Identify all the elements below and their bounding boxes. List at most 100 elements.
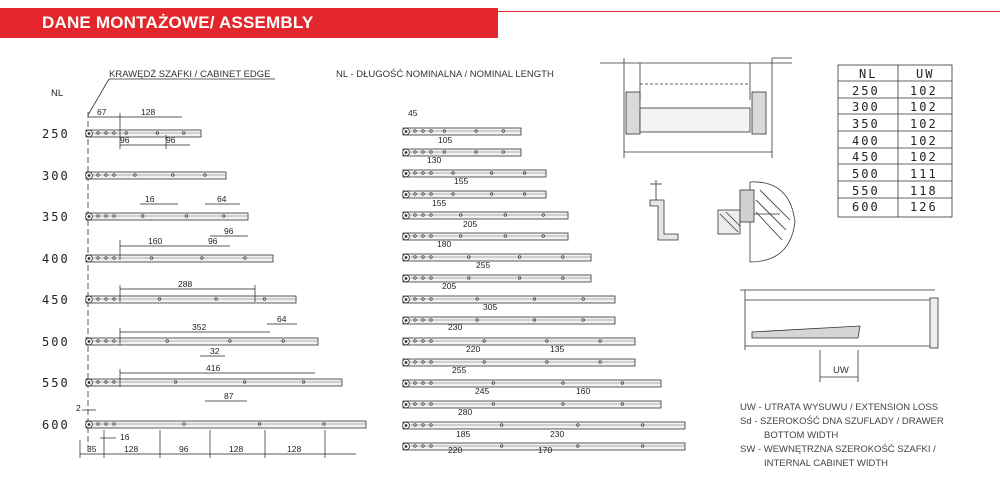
- legend-uw: UW - UTRATA WYSUWU / EXTENSION LOSS: [740, 402, 938, 413]
- dims-500: [119, 323, 297, 357]
- mid-dim-255a: 255: [476, 260, 490, 270]
- mid-dim-160: 160: [576, 386, 590, 396]
- middle-dim-labels: 45 105 130 155 155 205 180 255 205 305 2…: [408, 108, 590, 455]
- mid-dim-185: 185: [456, 429, 470, 439]
- table-uw-250: 102: [910, 84, 938, 98]
- bottom-dim-128c: 128: [287, 444, 301, 454]
- dim-400-96a: 96: [208, 236, 218, 246]
- mid-dim-45: 45: [408, 108, 418, 118]
- middle-rail-2: [402, 148, 522, 157]
- mid-dim-205a: 205: [463, 219, 477, 229]
- dims-250: [88, 113, 190, 149]
- dim-500-32: 32: [210, 346, 220, 356]
- dims-400: [119, 235, 248, 260]
- mid-dim-180: 180: [437, 239, 451, 249]
- table-header-uw: UW: [916, 67, 934, 81]
- table-uw-500: 111: [910, 167, 938, 181]
- cabinet-cross-section: [600, 57, 792, 158]
- legend-sw-cont: INTERNAL CABINET WIDTH: [764, 458, 888, 469]
- nl-label-350: 350: [42, 210, 70, 224]
- legend-sw: SW - WEWNĘTRZNA SZEROKOŚĆ SZAFKI /: [740, 443, 936, 455]
- middle-rail-group: [402, 127, 686, 451]
- left-rail-550: [85, 378, 343, 387]
- legend-sd-cont: BOTTOM WIDTH: [764, 430, 838, 441]
- table-nl-400: 400: [852, 134, 880, 148]
- middle-rail-3: [402, 169, 547, 178]
- dim-600-16: 16: [120, 432, 130, 442]
- dim-450-288: 288: [178, 279, 192, 289]
- mid-dim-130: 130: [427, 155, 441, 165]
- left-rail-450: [85, 295, 297, 304]
- header-rule: [498, 11, 1000, 12]
- table-nl-250: 250: [852, 84, 880, 98]
- dim-250-96b: 96: [166, 135, 176, 145]
- table-nl-550: 550: [852, 184, 880, 198]
- dim-250-96a: 96: [120, 135, 130, 145]
- dim-600-2: 2: [76, 403, 81, 413]
- dim-500-64: 64: [277, 314, 287, 324]
- middle-rail-8: [402, 274, 592, 283]
- middle-rail-10: [402, 316, 616, 325]
- mid-dim-105: 105: [438, 135, 452, 145]
- left-rail-500: [85, 337, 319, 346]
- mid-dim-230b: 230: [550, 429, 564, 439]
- legend-sd: Sd - SZEROKOŚĆ DNA SZUFLADY / DRAWER: [740, 415, 944, 427]
- middle-rail-5: [402, 211, 569, 220]
- middle-rail-16: [402, 442, 686, 451]
- middle-rail-14: [402, 400, 662, 409]
- mid-dim-220b: 220: [448, 445, 462, 455]
- dim-400-96b: 96: [224, 226, 234, 236]
- dim-350-16: 16: [145, 194, 155, 204]
- middle-rail-15: [402, 421, 686, 430]
- cabinet-joint-detail: [717, 181, 796, 263]
- table-uw-300: 102: [910, 100, 938, 114]
- table-nl-600: 600: [852, 200, 880, 214]
- table-uw-550: 118: [910, 184, 938, 198]
- cabinet-edge-leader: [87, 78, 110, 116]
- table-nl-500: 500: [852, 167, 880, 181]
- mid-dim-305: 305: [483, 302, 497, 312]
- dims-450: [119, 285, 256, 302]
- middle-rail-7: [402, 253, 592, 262]
- middle-rail-6: [402, 232, 569, 241]
- mid-dim-245: 245: [475, 386, 489, 396]
- nl-label-550: 550: [42, 376, 70, 390]
- mid-dim-220a: 220: [466, 344, 480, 354]
- left-rail-250: [85, 129, 202, 138]
- dim-250-67: 67: [97, 107, 107, 117]
- left-rail-300: [85, 171, 227, 180]
- nl-axis-label: NL: [51, 88, 63, 99]
- nl-uw-table: [837, 64, 953, 218]
- mid-dim-205b: 205: [442, 281, 456, 291]
- table-uw-400: 102: [910, 134, 938, 148]
- nominal-length-caption: NL - DŁUGOŚĆ NOMINALNA / NOMINAL LENGTH: [336, 68, 554, 80]
- left-rail-350: [85, 212, 249, 221]
- nl-label-300: 300: [42, 169, 70, 183]
- middle-rail-9: [402, 295, 616, 304]
- middle-rail-1: [402, 127, 522, 136]
- mid-dim-280: 280: [458, 407, 472, 417]
- bottom-dim-128a: 128: [124, 444, 138, 454]
- middle-rail-12: [402, 358, 636, 367]
- middle-rail-4: [402, 190, 547, 199]
- bottom-dim-35: 35: [87, 444, 97, 454]
- page-title: DANE MONTAŻOWE/ ASSEMBLY: [42, 13, 314, 32]
- uw-dimension-label: UW: [833, 365, 849, 376]
- nl-label-600: 600: [42, 418, 70, 432]
- middle-rail-13: [402, 379, 662, 388]
- bottom-dim-96: 96: [179, 444, 189, 454]
- dim-550-416: 416: [206, 363, 220, 373]
- table-rows: 250 102 300 102 350 102 400 102 450 102 …: [852, 84, 938, 214]
- nl-label-500: 500: [42, 335, 70, 349]
- table-nl-300: 300: [852, 100, 880, 114]
- bottom-dim-chain: [79, 430, 356, 458]
- mid-dim-155b: 155: [432, 198, 446, 208]
- mid-dim-230a: 230: [448, 322, 462, 332]
- table-header-nl: NL: [859, 67, 877, 81]
- cabinet-edge-caption: KRAWĘDŹ SZAFKI / CABINET EDGE: [109, 69, 271, 80]
- left-rail-600: [85, 420, 367, 429]
- left-rail-400: [85, 254, 274, 263]
- dim-400-160: 160: [148, 236, 162, 246]
- profile-detail: [649, 180, 679, 241]
